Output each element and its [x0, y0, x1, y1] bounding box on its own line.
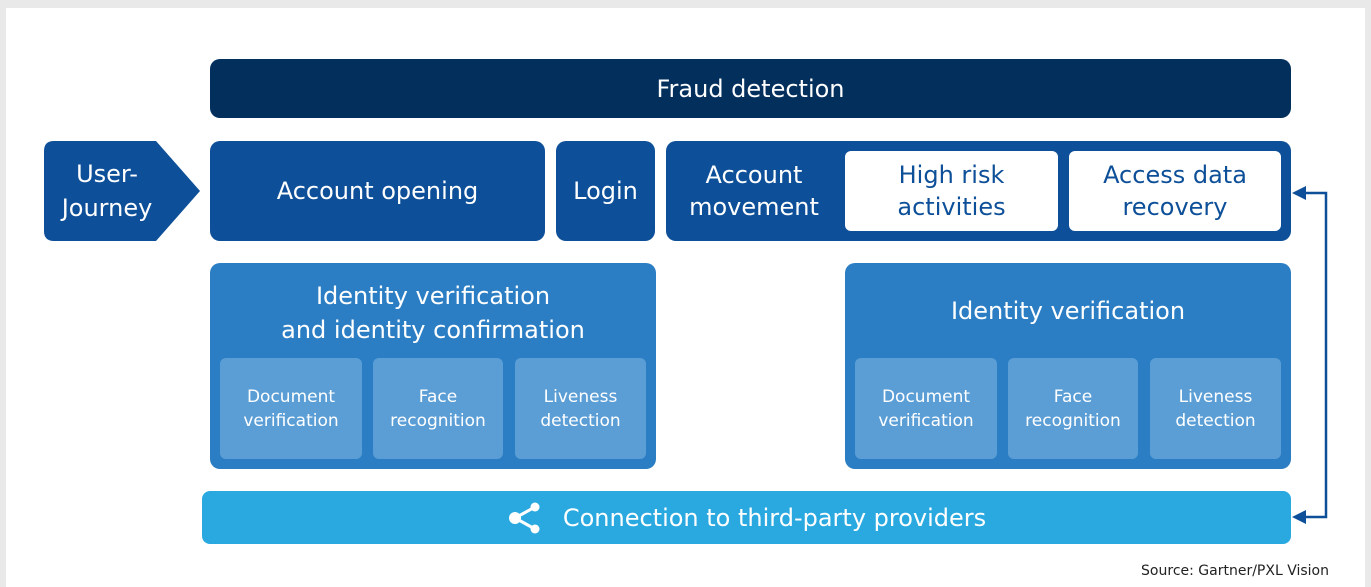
document-verification-box: Document verification — [855, 358, 997, 459]
document-verification-box: Document verification — [220, 358, 362, 459]
identity-verification-panel: Identity verification Document verificat… — [845, 263, 1291, 469]
account-movement-label: Account movement — [689, 161, 819, 221]
feedback-arrow — [1292, 186, 1328, 524]
access-data-recovery-box: Access data recovery — [1069, 151, 1281, 231]
login-label: Login — [573, 177, 638, 205]
liveness-detection-box: Liveness detection — [515, 358, 646, 459]
liveness-detection-box: Liveness detection — [1150, 358, 1281, 459]
third-party-connection-bar: Connection to third-party providers — [202, 491, 1291, 544]
high-risk-activities-box: High risk activities — [845, 151, 1058, 231]
panel-title: Identity verification — [950, 297, 1186, 325]
user-journey-label: User- Journey — [61, 160, 153, 222]
share-icon — [508, 502, 540, 533]
fraud-detection-label: Fraud detection — [656, 74, 845, 103]
identity-confirmation-panel: Identity verification and identity confi… — [210, 263, 656, 469]
account-opening-label: Account opening — [276, 177, 479, 205]
user-journey-arrow — [44, 141, 200, 241]
source-caption: Source: Gartner/PXL Vision — [1141, 563, 1329, 579]
third-party-connection-label: Connection to third-party providers — [562, 503, 987, 532]
panel-title: Identity verification and identity confi… — [281, 282, 585, 344]
face-recognition-box: Face recognition — [1008, 358, 1138, 459]
fraud-detection-bar: Fraud detection — [210, 59, 1291, 118]
login-box: Login — [556, 141, 655, 241]
account-opening-box: Account opening — [210, 141, 545, 241]
face-recognition-box: Face recognition — [373, 358, 503, 459]
